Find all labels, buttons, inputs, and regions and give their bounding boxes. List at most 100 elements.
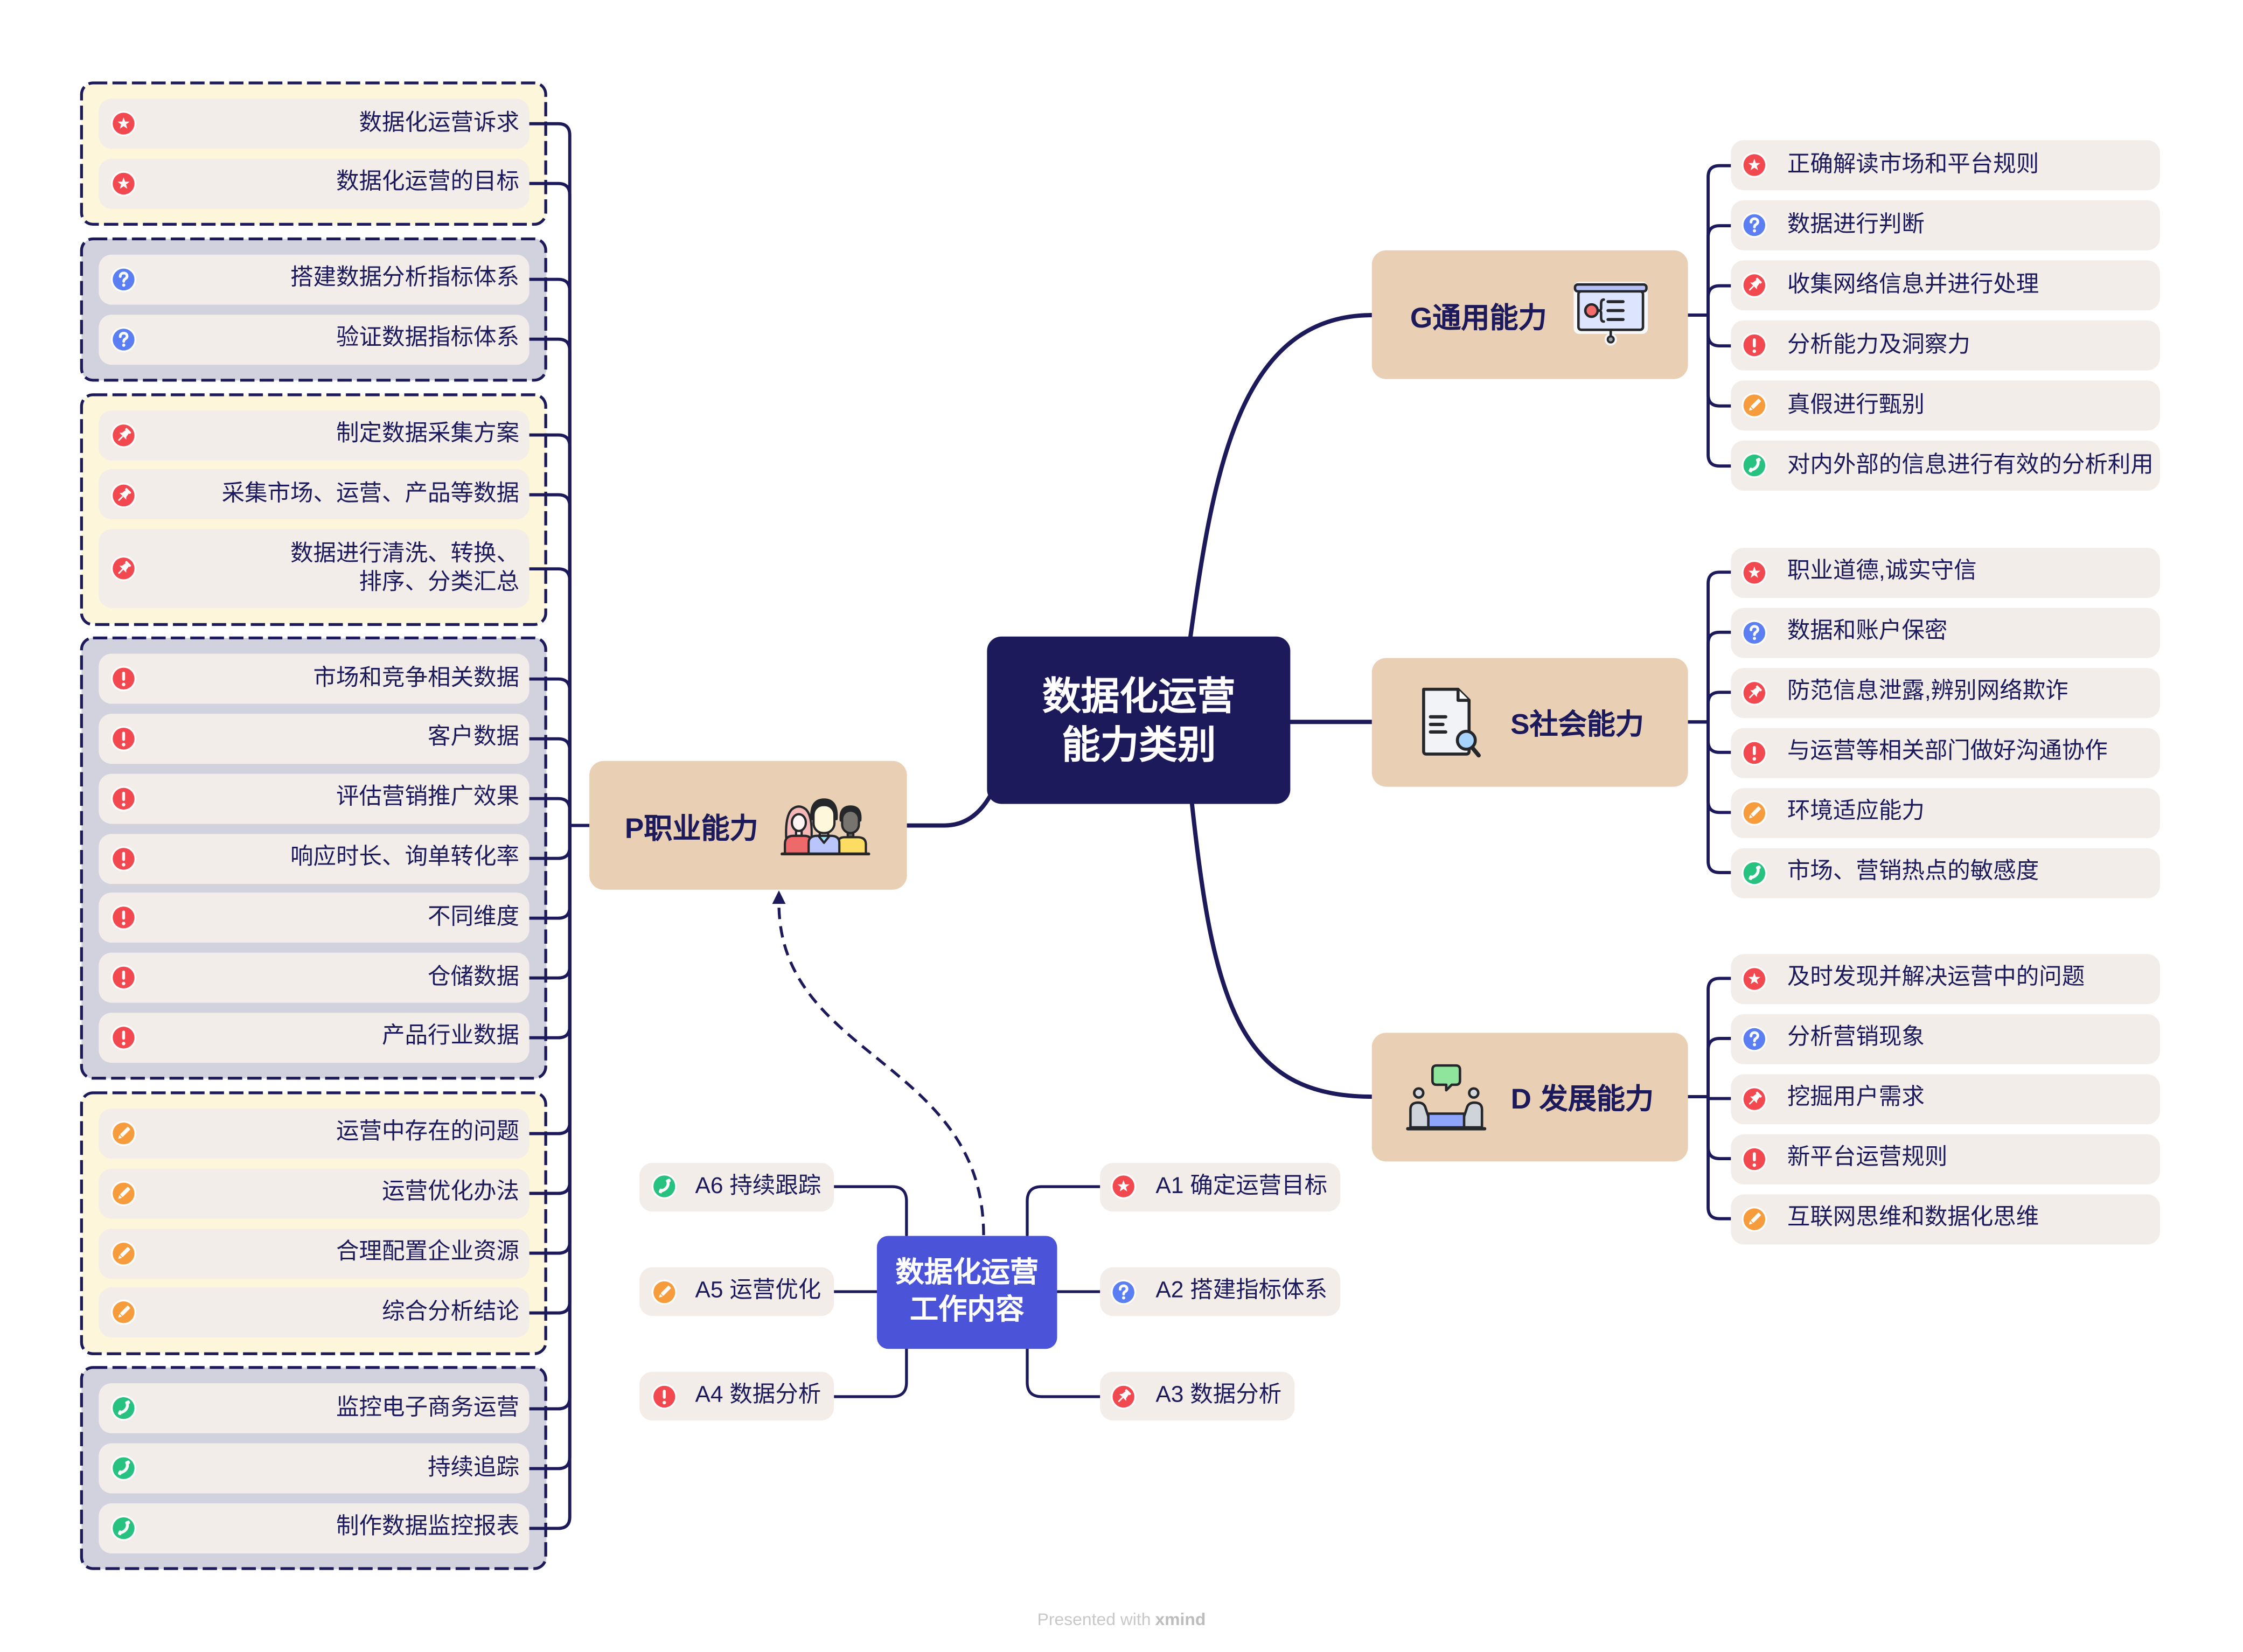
subtopic[interactable]: 数据进行判断 xyxy=(1730,200,2161,251)
subtopic[interactable]: 验证数据指标体系 xyxy=(99,314,530,365)
work-connector xyxy=(1026,1185,1102,1237)
work-content-left-items: A6 持续跟踪 A5 运营优化 A4 数据分析 xyxy=(639,1162,834,1421)
subtopic[interactable]: 制作数据监控报表 xyxy=(99,1503,530,1553)
subtopic[interactable]: 收集网络信息并进行处理 xyxy=(1730,261,2161,311)
branch-topic-social[interactable]: S社会能力 xyxy=(1371,657,1688,787)
subtopic[interactable]: 及时发现并解决运营中的问题 xyxy=(1730,953,2161,1003)
exclamation-icon xyxy=(1742,333,1768,359)
boundary-group: 运营中存在的问题运营优化办法合理配置企业资源综合分析结论 xyxy=(80,1091,547,1355)
general-subtopics: 正确解读市场和平台规则数据进行判断收集网络信息并进行处理分析能力及洞察力真假进行… xyxy=(1730,141,2161,491)
subtopic[interactable]: 职业道德,诚实守信 xyxy=(1730,547,2161,597)
subtopic-connector xyxy=(1686,224,1732,317)
subtopic[interactable]: 市场和竞争相关数据 xyxy=(99,654,530,705)
exclamation-icon xyxy=(110,666,136,692)
exclamation-icon xyxy=(110,846,136,872)
subtopic[interactable]: A1 确定运营目标 xyxy=(1099,1162,1341,1211)
subtopic-label: 运营中存在的问题 xyxy=(336,1120,519,1145)
phone-icon xyxy=(1742,860,1768,886)
subtopic[interactable]: 挖掘用户需求 xyxy=(1730,1074,2161,1124)
pencil-icon xyxy=(110,1240,136,1266)
subtopic-label: 响应时长、询单转化率 xyxy=(290,845,519,870)
subtopic[interactable]: 互联网思维和数据化思维 xyxy=(1730,1194,2161,1244)
subtopic-label: 对内外部的信息进行有效的分析利用 xyxy=(1787,453,2154,478)
subtopic[interactable]: 持续追踪 xyxy=(99,1443,530,1494)
branch-topic-professional[interactable]: P职业能力 xyxy=(589,761,907,890)
subtopic[interactable]: 搭建数据分析指标体系 xyxy=(99,254,530,305)
phone-icon xyxy=(1742,453,1768,479)
subtopic[interactable]: 响应时长、询单转化率 xyxy=(99,833,530,884)
branch-topic-development[interactable]: D 发展能力 xyxy=(1371,1032,1688,1162)
subtopic[interactable]: 环境适应能力 xyxy=(1730,787,2161,838)
subtopic[interactable]: 综合分析结论 xyxy=(99,1287,530,1338)
arrowhead-icon xyxy=(772,890,786,904)
star-icon xyxy=(1742,559,1768,585)
subtopic[interactable]: 采集市场、运营、产品等数据 xyxy=(99,470,530,520)
pushpin-icon xyxy=(110,556,136,582)
subtopic[interactable]: 仓储数据 xyxy=(99,953,530,1003)
subtopic[interactable]: 不同维度 xyxy=(99,893,530,944)
pencil-icon xyxy=(1742,393,1768,419)
pencil-icon xyxy=(110,1300,136,1326)
phone-icon xyxy=(651,1174,677,1200)
subtopic[interactable]: 评估营销推广效果 xyxy=(99,773,530,824)
pencil-icon xyxy=(1742,1206,1768,1232)
main-connector-general xyxy=(1188,313,1374,639)
phone-icon xyxy=(110,1455,136,1481)
subtopic[interactable]: A2 搭建指标体系 xyxy=(1099,1267,1341,1316)
subtopic[interactable]: 运营优化办法 xyxy=(99,1168,530,1218)
subtopic-connector xyxy=(1686,313,1732,348)
subtopic[interactable]: 与运营等相关部门做好沟通协作 xyxy=(1730,727,2161,778)
subtopic[interactable]: 客户数据 xyxy=(99,714,530,764)
subtopic[interactable]: 数据化运营诉求 xyxy=(99,99,530,149)
subtopic[interactable]: 对内外部的信息进行有效的分析利用 xyxy=(1730,441,2161,491)
subtopic-label: A6 持续跟踪 xyxy=(695,1174,821,1198)
central-topic[interactable]: 数据化运营 能力类别 xyxy=(987,636,1291,804)
subtopic-label: 及时发现并解决运营中的问题 xyxy=(1787,965,2085,990)
subtopic[interactable]: 数据化运营的目标 xyxy=(99,158,530,209)
work-content-topic[interactable]: 数据化运营 工作内容 xyxy=(876,1235,1057,1348)
subtopic[interactable]: 制定数据采集方案 xyxy=(99,410,530,461)
branch-topic-general[interactable]: G通用能力 xyxy=(1371,250,1688,380)
question-mark-icon xyxy=(1111,1279,1137,1305)
subtopic[interactable]: A6 持续跟踪 xyxy=(639,1162,834,1211)
branch-label: D 发展能力 xyxy=(1510,1084,1654,1116)
subtopic-label: 仓储数据 xyxy=(427,965,519,989)
star-icon xyxy=(1742,965,1768,991)
subtopic[interactable]: A5 运营优化 xyxy=(639,1267,834,1316)
subtopic-label: 新平台运营规则 xyxy=(1787,1146,1948,1170)
subtopic-label: 监控电子商务运营 xyxy=(336,1396,519,1420)
pushpin-icon xyxy=(1742,1086,1768,1111)
subtopic-label: 评估营销推广效果 xyxy=(336,785,519,810)
subtopic-connector xyxy=(1686,691,1732,724)
subtopic[interactable]: 市场、营销热点的敏感度 xyxy=(1730,847,2161,898)
subtopic-label: 环境适应能力 xyxy=(1787,799,1925,824)
pushpin-icon xyxy=(110,422,136,448)
subtopic-label: 验证数据指标体系 xyxy=(336,326,519,351)
subtopic[interactable]: 数据进行清洗、转换、排序、分类汇总 xyxy=(99,529,530,609)
subtopic[interactable]: 运营中存在的问题 xyxy=(99,1109,530,1159)
central-topic-line: 能力类别 xyxy=(1061,723,1216,766)
subtopic[interactable]: 监控电子商务运营 xyxy=(99,1383,530,1434)
subtopic[interactable]: 分析营销现象 xyxy=(1730,1013,2161,1064)
subtopic[interactable]: 数据和账户保密 xyxy=(1730,607,2161,658)
subtopic[interactable]: A4 数据分析 xyxy=(639,1372,834,1421)
exclamation-icon xyxy=(110,786,136,812)
subtopic[interactable]: 真假进行甄别 xyxy=(1730,381,2161,431)
boundary-group: 搭建数据分析指标体系验证数据指标体系 xyxy=(80,237,547,381)
subtopic[interactable]: A3 数据分析 xyxy=(1099,1372,1295,1421)
subtopic-label: 数据化运营的目标 xyxy=(336,170,519,195)
subtopic[interactable]: 合理配置企业资源 xyxy=(99,1228,530,1278)
subtopic-connector xyxy=(1686,1095,1732,1160)
subtopic-label: A2 搭建指标体系 xyxy=(1155,1279,1328,1304)
subtopic[interactable]: 正确解读市场和平台规则 xyxy=(1730,141,2161,191)
subtopic-label: A1 确定运营目标 xyxy=(1155,1174,1328,1198)
pencil-icon xyxy=(1742,799,1768,825)
subtopic-label: 综合分析结论 xyxy=(382,1300,519,1325)
subtopic-label: 防范信息泄露,辨别网络欺诈 xyxy=(1787,679,2068,704)
subtopic[interactable]: 防范信息泄露,辨别网络欺诈 xyxy=(1730,667,2161,717)
subtopic[interactable]: 新平台运营规则 xyxy=(1730,1133,2161,1184)
subtopic[interactable]: 分析能力及洞察力 xyxy=(1730,320,2161,371)
phone-icon xyxy=(110,1515,136,1541)
subtopic[interactable]: 产品行业数据 xyxy=(99,1013,530,1063)
